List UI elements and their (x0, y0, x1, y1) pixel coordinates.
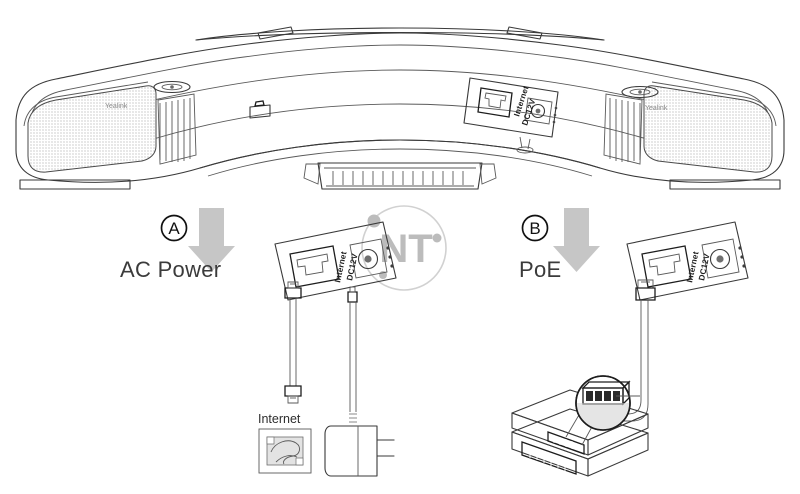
poe-switch-icon (511, 389, 649, 477)
rj45-plug-top-a (284, 281, 302, 299)
option-a-internet-port (289, 245, 340, 288)
device-port-panel: Internet DC12V (463, 77, 559, 138)
option-a-port-panel: Internet DC12V (274, 221, 397, 301)
option-b-dc-port (701, 238, 740, 279)
rj45-plug-b (635, 279, 656, 301)
right-vent-slots (603, 93, 643, 165)
option-b-down-arrow-icon (553, 208, 600, 272)
watermark: NT (361, 205, 447, 291)
privacy-shutter (249, 100, 271, 119)
option-a-dc-port (349, 238, 388, 279)
option-b-letter: B (529, 219, 540, 238)
option-a-label: AC Power (120, 257, 221, 282)
option-a-group: A AC Power Inter (120, 208, 397, 477)
camera-lens-left (153, 80, 191, 94)
camera-lens-right (621, 85, 659, 99)
option-b-internet-port (641, 245, 692, 288)
device-dc-port (524, 97, 553, 125)
option-a-power-adapter-cable (324, 286, 395, 477)
option-a-ethernet-cable (284, 281, 302, 404)
device-feet (19, 179, 781, 190)
option-b-group: B PoE Internet DC12V (511, 208, 749, 477)
brand-mark-right: Yealink (645, 105, 668, 112)
center-base-vent (303, 162, 497, 190)
device-soundbar: Yealink Yealink (15, 26, 785, 190)
internet-source: Internet (258, 412, 312, 474)
brand-mark-left: Yealink (105, 103, 128, 110)
option-b-label: PoE (519, 257, 561, 282)
left-vent-slots (157, 93, 197, 165)
internet-source-label: Internet (258, 412, 301, 426)
right-speaker-grille (643, 81, 777, 173)
left-speaker-grille (23, 81, 157, 173)
option-a-letter: A (168, 219, 180, 238)
dc-barrel-plug (347, 286, 358, 303)
option-b-marker: B (521, 214, 549, 242)
option-a-marker: A (160, 214, 188, 242)
globe-network-icon (266, 436, 304, 466)
rj45-plug-bottom-a (284, 385, 302, 404)
wall-power-adapter-icon (324, 425, 395, 477)
rj45-port-magnifier (565, 375, 640, 446)
option-a-down-arrow-icon (188, 208, 235, 272)
device-internet-port (477, 87, 513, 118)
